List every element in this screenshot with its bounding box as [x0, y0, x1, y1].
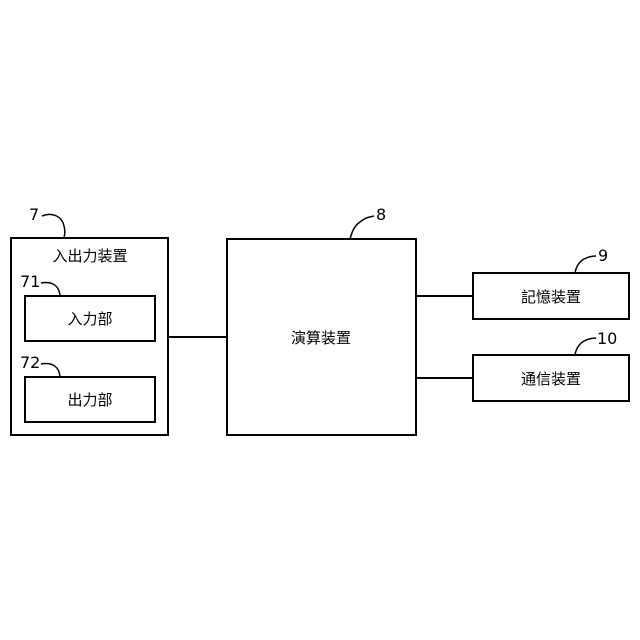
storage-label: 記憶装置 — [521, 288, 581, 306]
processor-block: 演算装置 8 — [227, 205, 416, 435]
io-device-leader — [42, 214, 65, 238]
communication-block: 通信装置 10 — [473, 329, 629, 401]
processor-label: 演算装置 — [291, 329, 351, 347]
input-unit-label: 入力部 — [67, 310, 112, 328]
processor-ref: 8 — [376, 205, 386, 224]
communication-label: 通信装置 — [521, 370, 581, 388]
storage-ref: 9 — [598, 246, 608, 265]
io-device-ref: 7 — [29, 205, 39, 224]
communication-ref: 10 — [597, 329, 617, 348]
io-device-label: 入出力装置 — [52, 247, 127, 265]
communication-leader — [575, 338, 596, 355]
input-unit-ref: 71 — [20, 272, 40, 291]
processor-leader — [350, 216, 374, 239]
output-unit-ref: 72 — [20, 353, 40, 372]
storage-leader — [575, 256, 596, 273]
storage-block: 記憶装置 9 — [473, 246, 629, 319]
output-unit-label: 出力部 — [67, 391, 112, 409]
